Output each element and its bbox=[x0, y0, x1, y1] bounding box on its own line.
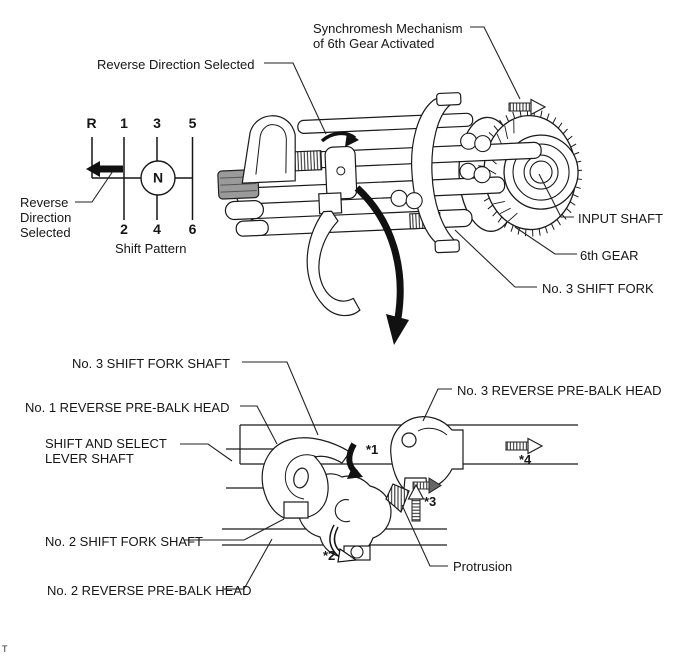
small-engage-arrow bbox=[412, 477, 442, 494]
marker-3: *3 bbox=[424, 494, 437, 509]
shift-collar bbox=[324, 145, 358, 200]
shift-pattern-diagram bbox=[86, 137, 194, 220]
no3-shift-fork-shaft-label: No. 3 SHIFT FORK SHAFT bbox=[72, 356, 230, 371]
marker1-arrow bbox=[346, 442, 363, 479]
shift-pattern-caption: Shift Pattern bbox=[115, 241, 187, 256]
gate-1: 1 bbox=[120, 115, 128, 131]
reverse-arrow bbox=[86, 161, 123, 177]
no2-shift-fork-shaft-label: No. 2 SHIFT FORK SHAFT bbox=[45, 534, 203, 549]
sixth-gear-label: 6th GEAR bbox=[580, 248, 639, 263]
gate-6: 6 bbox=[188, 221, 197, 237]
pre-balk-detail bbox=[222, 416, 578, 561]
no1-reverse-pre-balk-head-shape bbox=[261, 437, 351, 519]
reverse-direction-side-label: Reverse Direction Selected bbox=[20, 195, 72, 240]
marker-4: *4 bbox=[519, 452, 532, 467]
marker-1: *1 bbox=[366, 442, 379, 457]
no3-shift-fork-label: No. 3 SHIFT FORK bbox=[542, 281, 654, 296]
no3-reverse-pre-balk-head-label: No. 3 REVERSE PRE-BALK HEAD bbox=[457, 383, 662, 398]
rotation-arrow bbox=[320, 131, 359, 147]
gate-5: 5 bbox=[188, 115, 197, 131]
synchromesh-label: Synchromesh Mechanism of 6th Gear Activa… bbox=[313, 21, 463, 51]
marker-2: *2 bbox=[323, 548, 336, 563]
gate-4: 4 bbox=[153, 221, 161, 237]
reverse-shift-fork-hook bbox=[306, 192, 361, 317]
leader-lines bbox=[75, 26, 577, 590]
gate-r: R bbox=[86, 115, 97, 131]
gate-2: 2 bbox=[120, 221, 128, 237]
shift-head-bracket bbox=[241, 115, 296, 184]
input-shaft-label: INPUT SHAFT bbox=[578, 211, 663, 226]
detail-callout-arrow bbox=[354, 185, 409, 345]
marker2-arrow bbox=[329, 524, 358, 563]
protrusion-knob bbox=[385, 483, 410, 514]
no1-reverse-pre-balk-head-label: No. 1 REVERSE PRE-BALK HEAD bbox=[25, 400, 230, 415]
neutral-circle bbox=[140, 160, 176, 196]
interlock-bolts bbox=[390, 132, 492, 210]
footer-mark: T bbox=[2, 644, 8, 654]
striped-arrow-m3 bbox=[407, 484, 425, 522]
input-shaft-bore bbox=[529, 160, 553, 184]
gate-3: 3 bbox=[153, 115, 161, 131]
no2-reverse-pre-balk-head-label: No. 2 REVERSE PRE-BALK HEAD bbox=[47, 583, 252, 598]
reverse-direction-top-label: Reverse Direction Selected bbox=[97, 57, 255, 72]
protrusion-label: Protrusion bbox=[453, 559, 513, 574]
shift-select-lever-shaft-label: SHIFT AND SELECT LEVER SHAFT bbox=[45, 436, 167, 466]
gate-neutral: N bbox=[152, 169, 164, 186]
no3-reverse-pre-balk-head-shape bbox=[390, 416, 464, 491]
no3-shift-fork-shape bbox=[410, 92, 462, 254]
